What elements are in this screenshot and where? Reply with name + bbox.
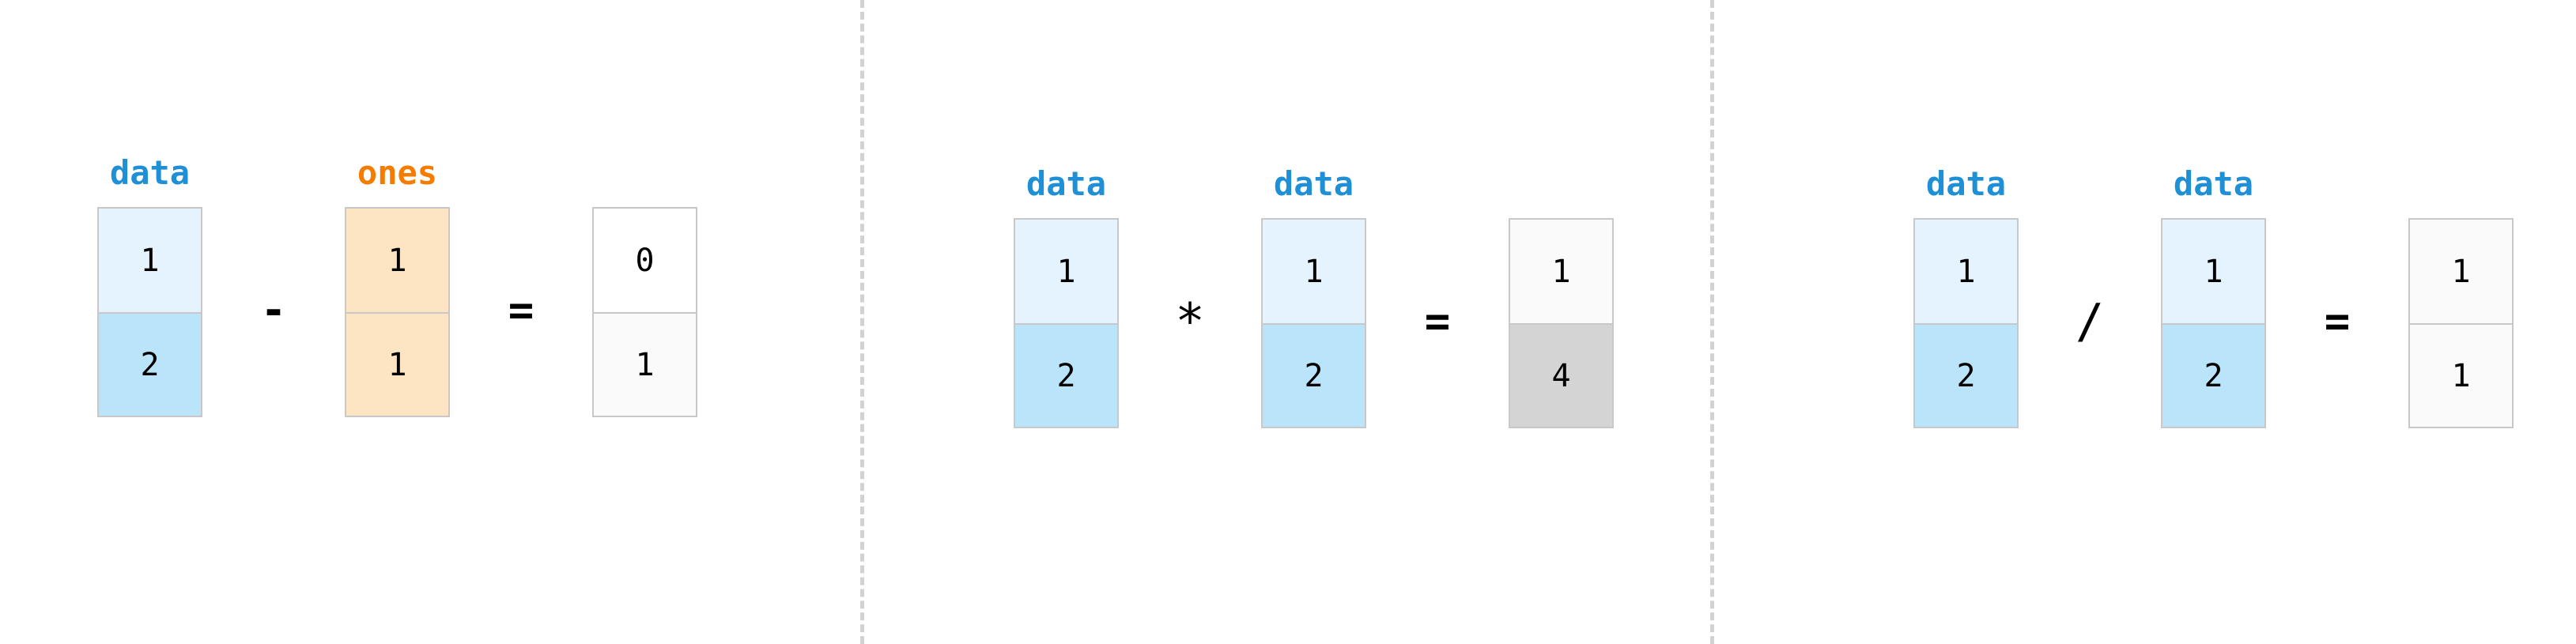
- array-cell: 1: [2410, 220, 2512, 323]
- operator-spacer: [304, 156, 345, 414]
- array-ones: ones 1 1: [345, 156, 450, 417]
- array-label-data: data: [1273, 164, 1354, 203]
- array-cell: 1: [1015, 220, 1117, 323]
- operator-wrap-slash: /: [2060, 168, 2120, 425]
- array-cells: 1 2: [1913, 218, 2019, 428]
- array-cells: 1 2: [2161, 218, 2266, 428]
- array-label-data: data: [109, 153, 191, 192]
- array-cell: 1: [2410, 323, 2512, 427]
- asterisk-operator-icon: *: [1175, 292, 1205, 350]
- equation-subtraction: data 1 2 - ones 1 1 =: [97, 156, 697, 417]
- equals-operator-icon: =: [1424, 296, 1451, 346]
- array-cell: 1: [2162, 220, 2264, 323]
- array-cell: 2: [1015, 323, 1117, 427]
- operator-wrap-equals: =: [2307, 168, 2367, 425]
- array-cells: 1 1: [345, 207, 450, 417]
- operator-spacer: [450, 156, 491, 414]
- array-data-right: data 1 2: [2161, 168, 2266, 428]
- array-result: 1 4: [1509, 168, 1614, 428]
- equals-operator-icon: =: [508, 285, 534, 335]
- operator-wrap-asterisk: *: [1160, 168, 1220, 425]
- array-cells: 1 2: [1261, 218, 1366, 428]
- array-cell: 1: [594, 312, 696, 416]
- array-result: 1 1: [2408, 168, 2514, 428]
- array-label-data: data: [2173, 164, 2254, 203]
- array-cell: 1: [1510, 220, 1612, 323]
- array-cells: 1 4: [1509, 218, 1614, 428]
- array-cell: 1: [99, 209, 201, 312]
- array-cell: 2: [1263, 323, 1365, 427]
- operator-spacer: [2266, 168, 2307, 425]
- equation-multiplication: data 1 2 * data 1 2 =: [1014, 168, 1614, 428]
- operator-spacer: [1366, 168, 1407, 425]
- operator-spacer: [1220, 168, 1261, 425]
- operator-wrap-equals: =: [491, 156, 551, 414]
- operator-wrap-equals: =: [1407, 168, 1467, 425]
- panel-separator: [860, 0, 864, 644]
- array-data-left: data 1 2: [1014, 168, 1119, 428]
- operator-spacer: [202, 156, 244, 414]
- minus-operator-icon: -: [260, 285, 287, 335]
- array-cell: 2: [99, 312, 201, 416]
- operator-spacer: [2120, 168, 2161, 425]
- operator-wrap-minus: -: [244, 156, 304, 414]
- array-data-right: data 1 2: [1261, 168, 1366, 428]
- equation-division: data 1 2 / data 1 2 =: [1913, 168, 2514, 428]
- operator-spacer: [1467, 168, 1509, 425]
- array-label-ones: ones: [357, 153, 438, 192]
- array-cells: 1 1: [2408, 218, 2514, 428]
- panel-separator: [1710, 0, 1714, 644]
- array-cell: 1: [346, 209, 448, 312]
- array-cell: 4: [1510, 323, 1612, 427]
- array-cell: 0: [594, 209, 696, 312]
- array-cells: 1 2: [1014, 218, 1119, 428]
- operator-spacer: [551, 156, 592, 414]
- array-data-left: data 1 2: [97, 156, 202, 417]
- array-cells: 0 1: [592, 207, 697, 417]
- array-result: 0 1: [592, 156, 697, 417]
- array-cells: 1 2: [97, 207, 202, 417]
- slash-operator-icon: /: [2075, 294, 2105, 349]
- array-data-left: data 1 2: [1913, 168, 2019, 428]
- array-label-data: data: [1925, 164, 2007, 203]
- equals-operator-icon: =: [2324, 296, 2351, 346]
- array-cell: 2: [2162, 323, 2264, 427]
- operator-spacer: [2019, 168, 2060, 425]
- array-label-data: data: [1025, 164, 1107, 203]
- array-cell: 1: [1915, 220, 2017, 323]
- array-cell: 1: [346, 312, 448, 416]
- array-cell: 2: [1915, 323, 2017, 427]
- operator-spacer: [1119, 168, 1160, 425]
- operator-spacer: [2367, 168, 2408, 425]
- array-cell: 1: [1263, 220, 1365, 323]
